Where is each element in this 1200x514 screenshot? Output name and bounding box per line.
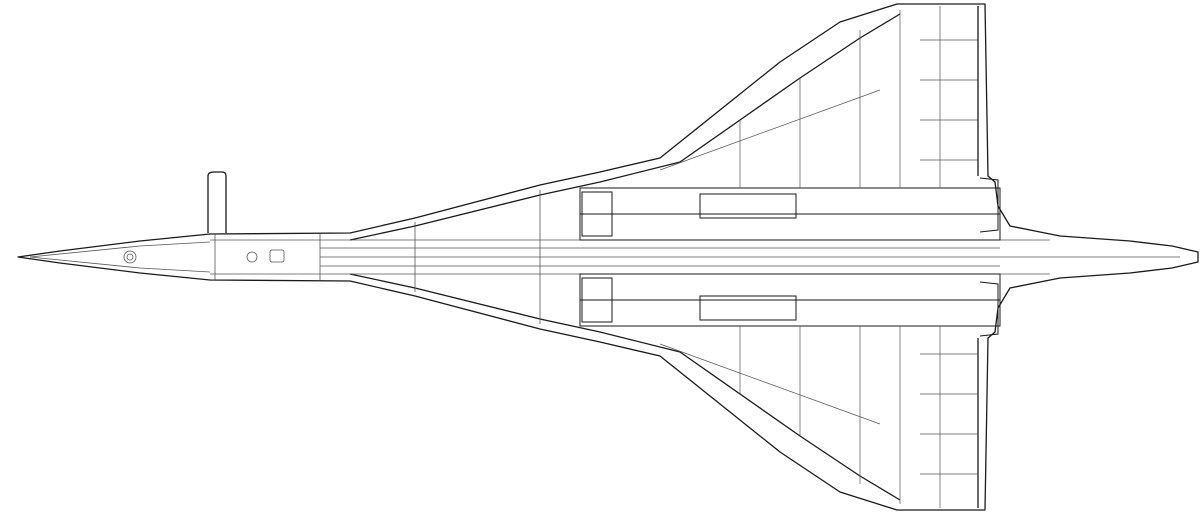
engine-bay-upper (699, 193, 797, 219)
wing-spar-line (659, 343, 881, 425)
engine-bay-lower (699, 295, 797, 321)
nose-window (126, 253, 134, 261)
hatch (246, 251, 258, 263)
exhaust-upper (979, 177, 999, 233)
wing-panel-lines (659, 6, 978, 508)
wing-leading-edge-lower (349, 273, 901, 501)
nose-cone-line (29, 256, 211, 273)
wing-spar-line (659, 89, 881, 171)
airframe-outline (17, 3, 1199, 511)
nose-cone-line (29, 241, 211, 258)
vertical-fin (207, 171, 227, 233)
airframe-silhouette (17, 3, 1199, 511)
fuselage-detail-lines (29, 190, 1180, 324)
hatch (269, 249, 285, 263)
engine-nacelles (579, 177, 1001, 337)
exhaust-lower (979, 281, 999, 337)
nose-window (123, 250, 137, 264)
wing-leading-edge-upper (349, 13, 901, 241)
